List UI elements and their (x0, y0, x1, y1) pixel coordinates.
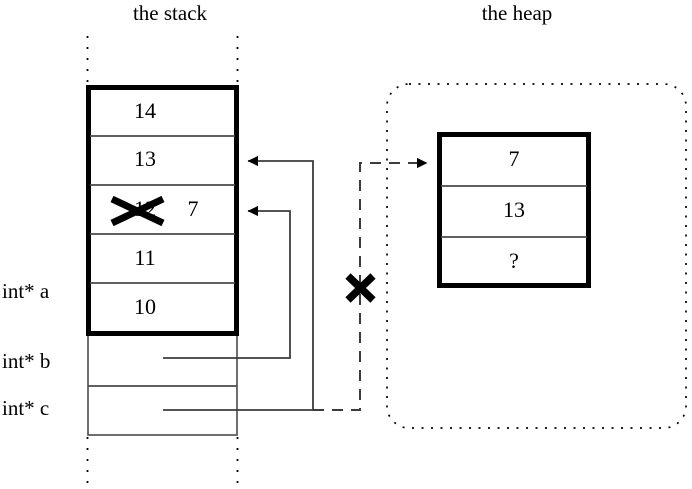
pointer-connector-c (163, 155, 314, 411)
heap-title: the heap (482, 1, 553, 25)
stack-var-label-b: int* b (2, 349, 50, 373)
stack-title: the stack (133, 1, 208, 25)
stack-cell-2-annotation: 7 (188, 196, 199, 221)
stack-frame (86, 85, 239, 336)
heap-cell-value-1: 13 (503, 197, 525, 222)
stack-cell-value-3: 11 (134, 245, 155, 270)
stack-var-label-a: int* a (2, 279, 50, 303)
invalid-pointer-cross-icon (345, 273, 376, 303)
stack-var-label-c: int* c (2, 396, 49, 420)
stack-cell-value-0: 14 (134, 98, 156, 123)
stack-pointer-slot-group (87, 332, 238, 436)
pointer-connector-a (313, 157, 428, 411)
pointer-connector-b (163, 205, 291, 359)
heap-cell-value-2: ? (509, 248, 519, 273)
stack-cell-value-4: 10 (134, 294, 156, 319)
heap-boundary (386, 83, 687, 429)
heap-cell-value-0: 7 (509, 146, 520, 171)
stack-cell-value-1: 13 (134, 146, 156, 171)
heap-frame (437, 132, 591, 288)
stack-cell-2-strikeout-icon (110, 195, 165, 227)
